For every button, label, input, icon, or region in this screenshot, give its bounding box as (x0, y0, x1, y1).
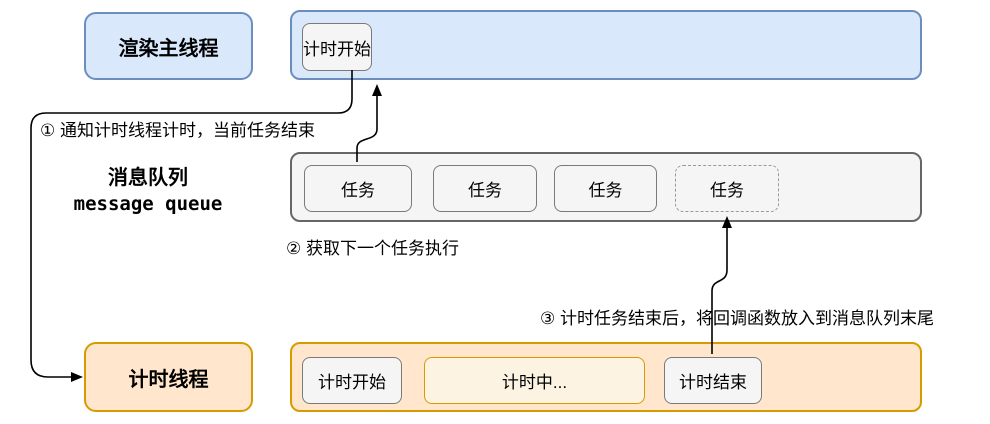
timer-thread-timeline-lane: 计时开始 计时中... 计时结束 (290, 342, 922, 412)
arrow-notify-timer-thread (30, 70, 353, 382)
task-chip-pending-label: 任务 (710, 181, 744, 200)
task-chip-2: 任务 (433, 165, 537, 212)
task-chip-1-label: 任务 (341, 181, 375, 200)
timer-running-chip-label: 计时中... (501, 373, 568, 392)
task-chip-1: 任务 (304, 165, 412, 212)
task-chip-3-label: 任务 (588, 181, 623, 200)
timer-start-chip-main-label: 计时开始 (303, 39, 371, 59)
message-queue-label-en: message queue (73, 193, 223, 215)
timer-end-chip-label: 计时结束 (679, 373, 747, 392)
message-queue-lane: 任务 任务 任务 任务 (290, 152, 922, 222)
timer-thread-label: 计时线程 (128, 368, 209, 391)
timer-end-chip: 计时结束 (664, 357, 762, 404)
render-thread-timeline-lane: 计时开始 (290, 10, 922, 80)
task-chip-pending: 任务 (675, 165, 779, 212)
task-chip-2-label: 任务 (468, 181, 502, 200)
timer-start-chip: 计时开始 (302, 357, 402, 404)
message-queue-label-cn: 消息队列 (108, 167, 188, 189)
message-queue-label: 消息队列 message queue (48, 165, 248, 218)
timer-start-chip-main: 计时开始 (302, 23, 372, 71)
annotation-step2: ② 获取下一个任务执行 (286, 239, 459, 258)
render-main-thread-label: 渲染主线程 (118, 37, 219, 60)
task-chip-3: 任务 (554, 165, 657, 212)
timer-thread-box: 计时线程 (84, 342, 253, 412)
timer-running-chip: 计时中... (424, 357, 645, 404)
annotation-step3: ③ 计时任务结束后，将回调函数放入到消息队列末尾 (540, 309, 934, 328)
annotation-step1: ① 通知计时线程计时，当前任务结束 (40, 121, 315, 140)
arrow-callback-to-queue (711, 216, 732, 354)
timer-start-chip-label: 计时开始 (318, 373, 386, 392)
render-main-thread-box: 渲染主线程 (84, 12, 253, 80)
